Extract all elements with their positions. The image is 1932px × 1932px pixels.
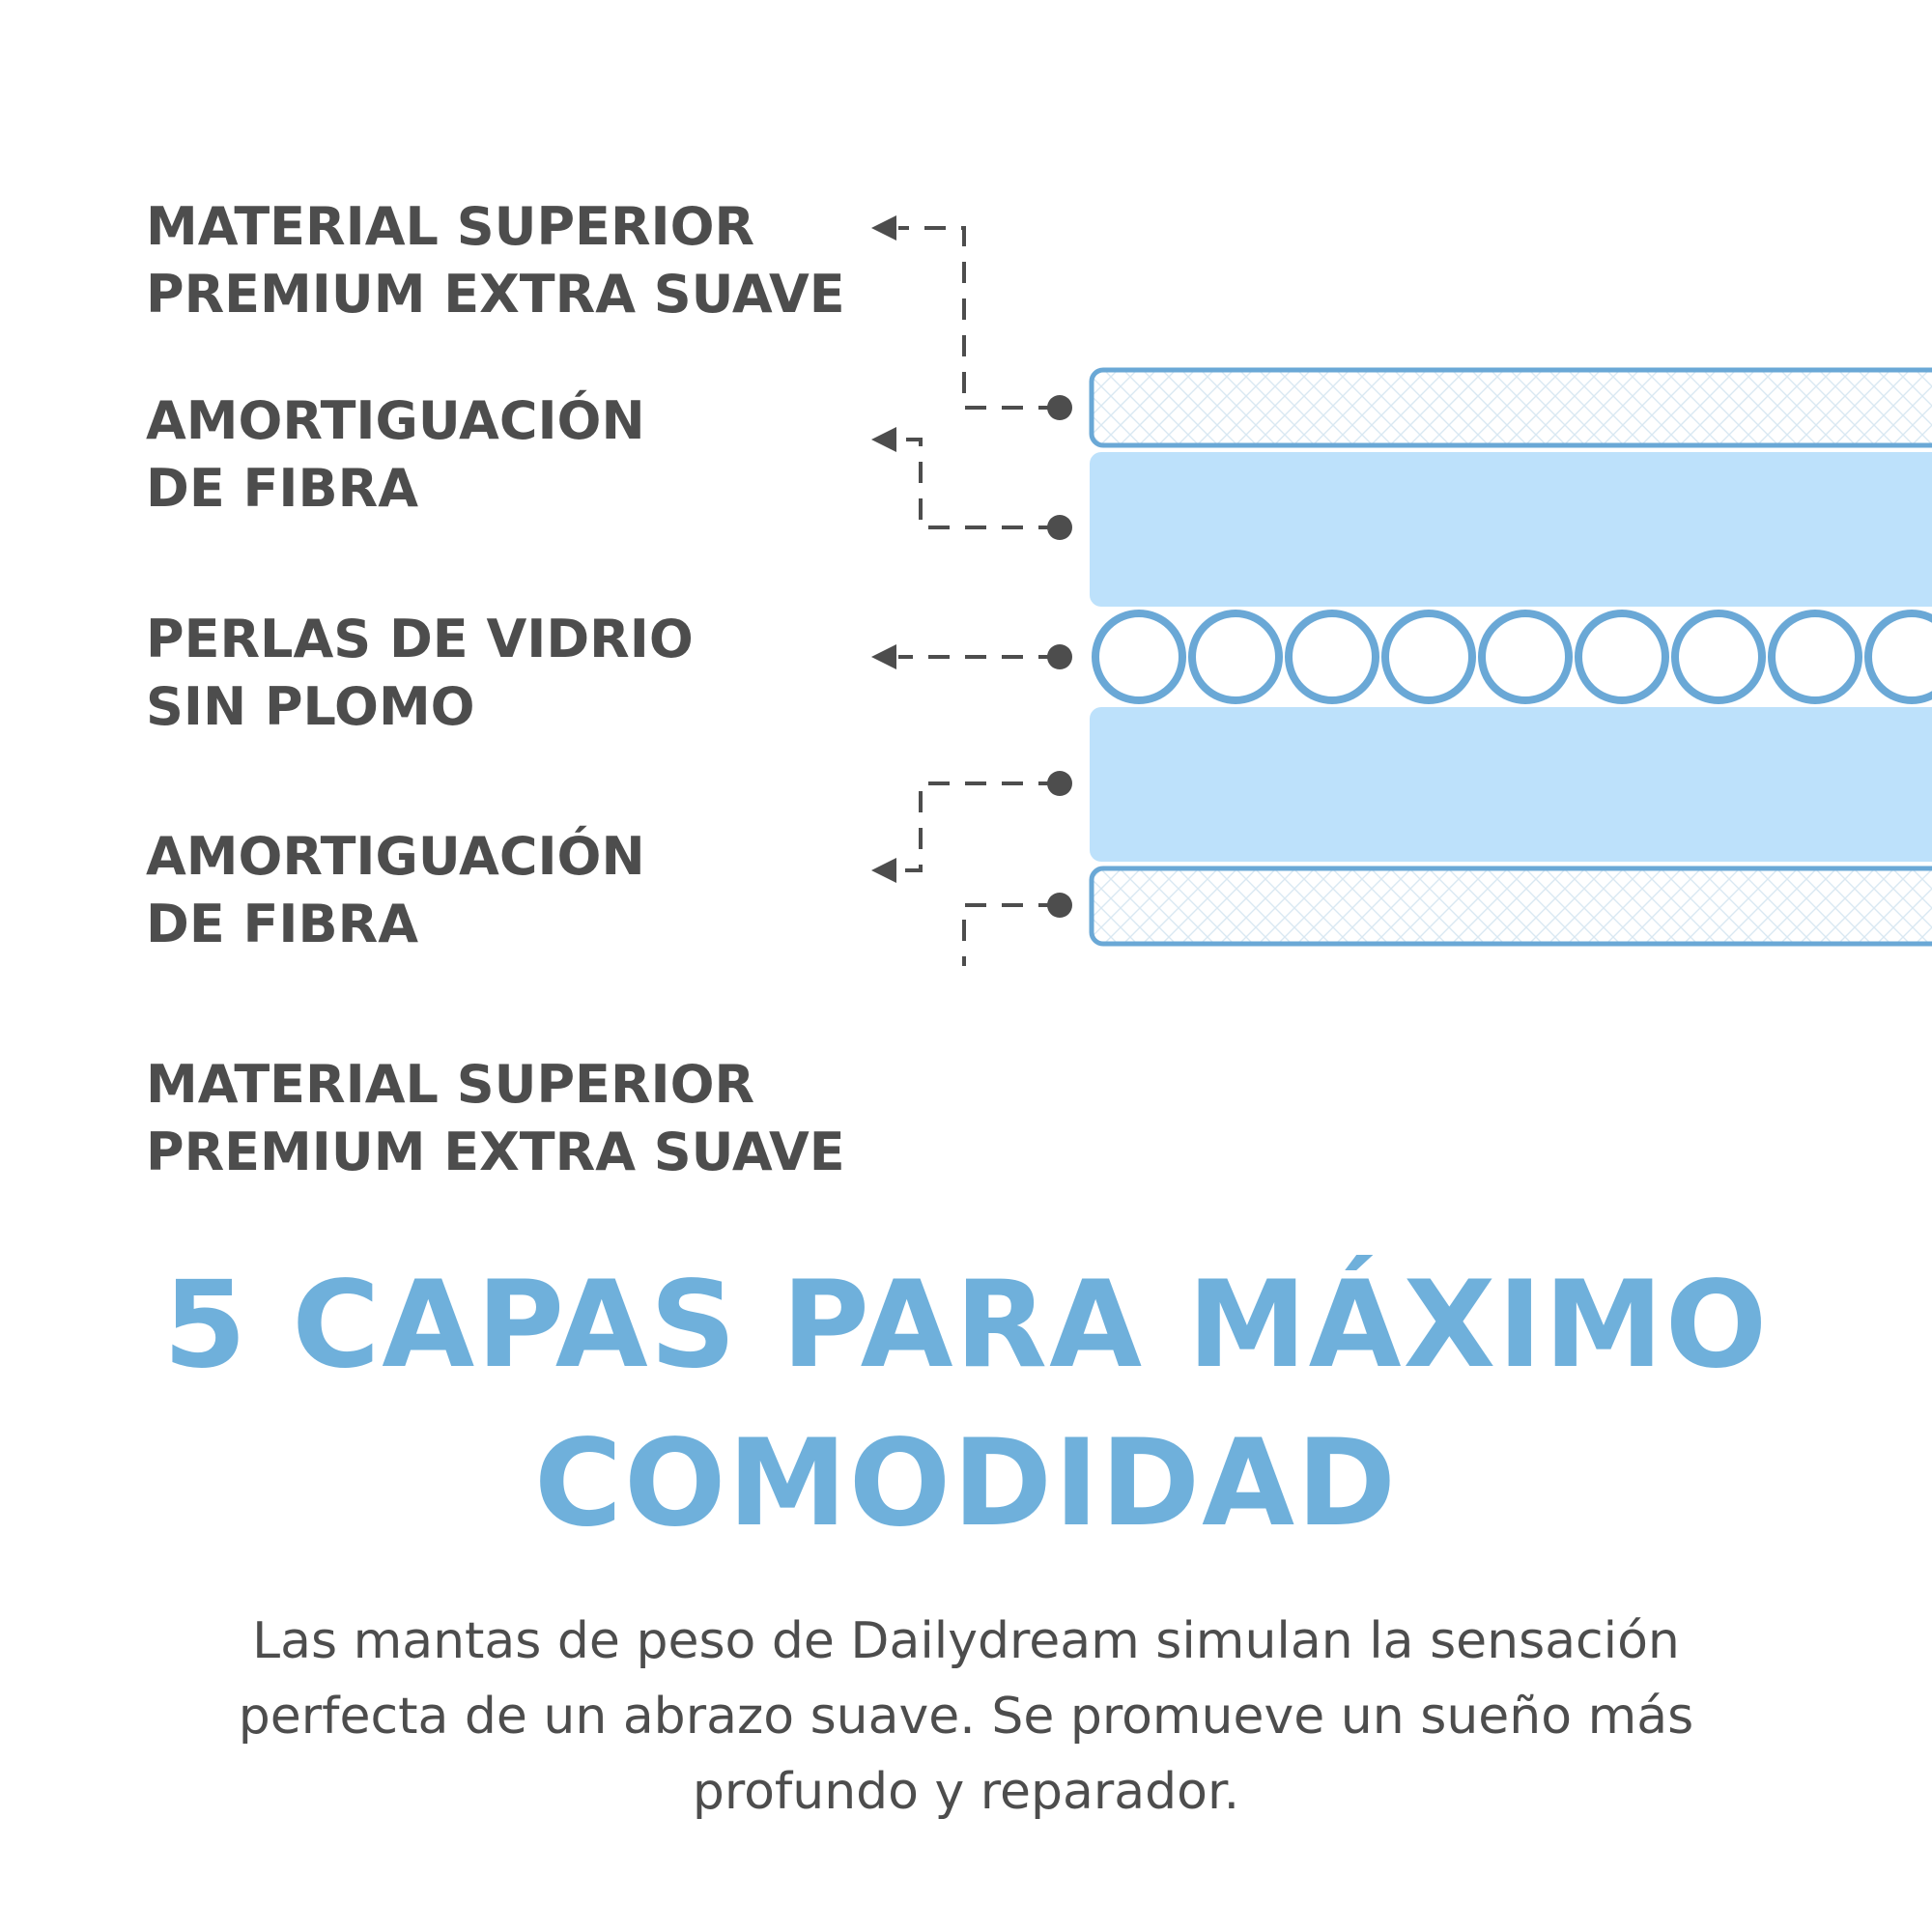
layer-label-line: MATERIAL SUPERIOR — [146, 196, 755, 257]
layer-label-line: MATERIAL SUPERIOR — [146, 1054, 755, 1115]
upper-fiber-layer — [1090, 452, 1932, 607]
description-text: Las mantas de peso de Dailydream simulan… — [238, 1612, 1694, 1821]
bottom-fabric-layer — [1089, 866, 1932, 947]
leader-dot — [1047, 893, 1072, 918]
leader-dot — [1047, 644, 1072, 669]
glass-bead — [1092, 610, 1186, 704]
layer-label-line: SIN PLOMO — [146, 676, 475, 737]
glass-bead — [1575, 610, 1669, 704]
top-fabric-layer — [1089, 367, 1932, 448]
blanket-layers-diagram — [871, 215, 1932, 966]
glass-bead — [1285, 610, 1379, 704]
layer-label-line: DE FIBRA — [146, 894, 419, 954]
layer-label-line: PREMIUM EXTRA SUAVE — [146, 1122, 845, 1182]
arrowhead-icon — [871, 427, 896, 452]
leader-dot — [1047, 515, 1072, 540]
leader-line-bottom-fabric — [962, 903, 1060, 966]
arrowhead-icon — [871, 644, 896, 669]
glass-bead — [1864, 610, 1932, 704]
glass-beads-row — [1092, 610, 1932, 704]
leader-line-top-fabric — [898, 226, 1060, 410]
layer-label-fiber-bottom: AMORTIGUACIÓN DE FIBRA — [146, 823, 645, 958]
headline: 5 CAPAS PARA MÁXIMO COMODIDAD — [0, 1246, 1932, 1563]
layer-label-line: PREMIUM EXTRA SUAVE — [146, 264, 845, 325]
glass-bead — [1671, 610, 1766, 704]
headline-line: 5 CAPAS PARA MÁXIMO — [162, 1256, 1770, 1395]
leader-dot — [1047, 395, 1072, 420]
layer-label-line: PERLAS DE VIDRIO — [146, 609, 694, 669]
leader-dot — [1047, 771, 1072, 796]
layer-label-bottom-fabric: MATERIAL SUPERIOR PREMIUM EXTRA SUAVE — [146, 1051, 845, 1186]
glass-bead — [1768, 610, 1862, 704]
glass-bead — [1381, 610, 1476, 704]
layer-label-line: AMORTIGUACIÓN — [146, 826, 645, 887]
layer-label-fiber-top: AMORTIGUACIÓN DE FIBRA — [146, 387, 645, 523]
leader-line-fiber-bottom — [898, 781, 1060, 872]
headline-line: COMODIDAD — [533, 1414, 1399, 1553]
layer-label-top-fabric: MATERIAL SUPERIOR PREMIUM EXTRA SUAVE — [146, 193, 845, 328]
leader-line-fiber-top — [898, 438, 1060, 529]
glass-bead — [1478, 610, 1573, 704]
layer-label-line: AMORTIGUACIÓN — [146, 390, 645, 451]
layer-label-glass-beads: PERLAS DE VIDRIO SIN PLOMO — [146, 606, 694, 741]
lower-fiber-layer — [1090, 707, 1932, 862]
layer-label-line: DE FIBRA — [146, 458, 419, 519]
glass-bead — [1188, 610, 1283, 704]
arrowhead-icon — [871, 215, 896, 241]
arrowhead-icon — [871, 858, 896, 883]
